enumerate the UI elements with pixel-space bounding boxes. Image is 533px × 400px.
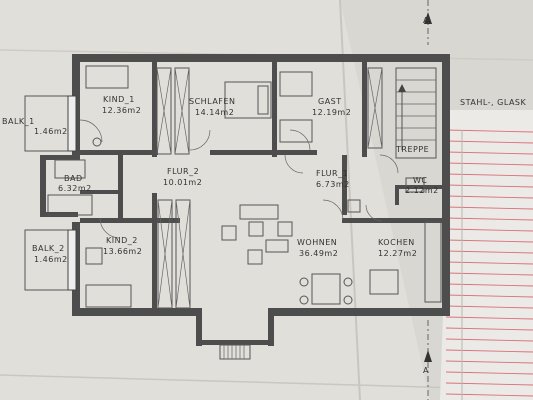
ruled-line [445, 261, 533, 265]
ruled-sheet [440, 110, 533, 400]
room-name-schlafen: SCHLAFEN [189, 97, 235, 106]
room-area-kind2: 13.66m2 [103, 247, 142, 256]
room-name-balk2: BALK_2 [32, 244, 65, 253]
room-name-wc: WC [413, 176, 428, 185]
ruled-line [445, 228, 533, 232]
ruled-line [445, 195, 533, 199]
ruled-line [445, 283, 533, 287]
room-area-flur1: 6.73m2 [316, 180, 350, 189]
room-labels: KIND_1 12.36m2 SCHLAFEN 14.14m2 GAST 12.… [2, 95, 527, 264]
room-name-gast: GAST [318, 97, 342, 106]
room-name-flur2: FLUR_2 [167, 167, 199, 176]
ruled-line [445, 393, 533, 397]
section-mark-top: A [423, 0, 432, 45]
section-mark-label-top: A [423, 16, 429, 25]
room-area-schlafen: 14.14m2 [195, 108, 234, 117]
doors [79, 119, 399, 239]
ruled-line [445, 217, 533, 221]
room-area-gast: 12.19m2 [312, 108, 351, 117]
ruled-line [445, 184, 533, 188]
treppe-label: TREPPE [395, 145, 429, 154]
room-area-kochen: 12.27m2 [378, 249, 417, 258]
ruled-line [445, 382, 533, 386]
balconies [24, 95, 77, 291]
room-area-wohnen: 36.49m2 [299, 249, 338, 258]
shafts [156, 67, 437, 309]
side-label: STAHL-, GLASK [460, 98, 527, 107]
ruled-line [445, 360, 533, 364]
room-name-kind2: KIND_2 [106, 236, 138, 245]
room-name-wohnen: WOHNEN [297, 238, 337, 247]
ruled-line [445, 129, 533, 133]
room-area-flur2: 10.01m2 [163, 178, 202, 187]
section-mark-label-bottom: A [423, 366, 429, 375]
room-name-kochen: KOCHEN [378, 238, 415, 247]
room-name-bad: BAD [64, 174, 83, 183]
ruled-line [445, 338, 533, 342]
ruled-line [445, 140, 533, 144]
furniture [47, 65, 442, 360]
room-area-balk2: 1.46m2 [34, 255, 68, 264]
ruled-line [445, 371, 533, 375]
room-area-bad: 6.32m2 [58, 184, 92, 193]
ruled-line [445, 162, 533, 166]
ruled-line [445, 272, 533, 276]
ruled-line [445, 305, 533, 309]
ruled-line [445, 327, 533, 331]
ruled-line [445, 294, 533, 298]
ruled-line [445, 239, 533, 243]
room-area-balk1: 1.46m2 [34, 127, 68, 136]
ruled-line [445, 173, 533, 177]
room-name-flur1: FLUR_1 [316, 169, 348, 178]
room-name-balk1: BALK_1 [2, 117, 35, 126]
ruled-line [445, 349, 533, 353]
ruled-line [445, 151, 533, 155]
room-name-kind1: KIND_1 [103, 95, 135, 104]
ruled-line [445, 316, 533, 320]
room-area-wc: 2.12m2 [405, 186, 439, 195]
section-mark-bottom: A [423, 320, 432, 400]
stair-arrow [398, 84, 406, 150]
ruled-line [445, 206, 533, 210]
room-area-kind1: 12.36m2 [102, 106, 141, 115]
ruled-line [445, 250, 533, 254]
